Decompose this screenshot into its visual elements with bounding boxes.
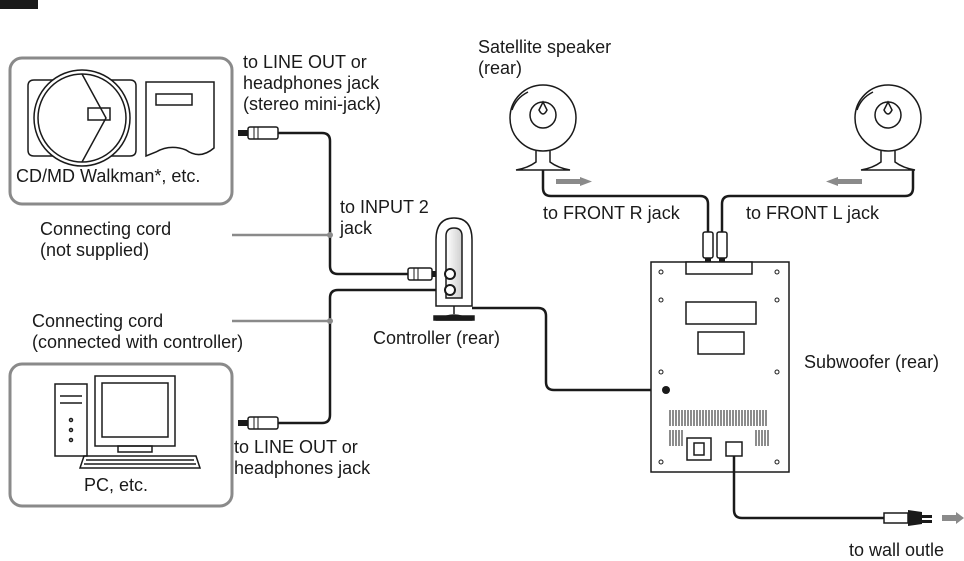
- label-wall-outlet: to wall outle: [849, 540, 945, 560]
- label-front-r-jack: to FRONT R jack: [543, 203, 680, 223]
- cord-right-speaker: [541, 170, 710, 232]
- cd-md-device-box: [8, 56, 234, 206]
- arrow-to-outlet-icon: [942, 512, 964, 524]
- cord-cd-to-controller: [278, 131, 408, 276]
- label-cd-md-walkman: CD/MD Walkman*, etc.: [16, 166, 201, 186]
- label-controller: Controller (rear): [373, 328, 501, 348]
- cord-pc-to-controller: [278, 288, 448, 425]
- satellite-speaker-left-icon: [854, 84, 922, 171]
- subwoofer-vent-grille: [669, 410, 769, 446]
- pc-icon: [54, 375, 202, 469]
- satellite-speaker-right-icon: [509, 84, 577, 171]
- arrow-left-icon: [826, 177, 862, 186]
- controller-input2-jack-icon: [444, 268, 456, 296]
- pc-device-box: [8, 362, 234, 508]
- subwoofer-input-jack-icon: [662, 386, 670, 394]
- subwoofer-screws: [658, 269, 780, 465]
- cd-player-icon: [27, 69, 137, 167]
- label-front-l-jack: to FRONT L jack: [746, 203, 880, 223]
- mini-plug-pc: [238, 416, 279, 430]
- arrow-right-icon: [556, 177, 592, 186]
- cord-left-speaker: [720, 170, 915, 232]
- power-cord: [732, 456, 884, 520]
- label-subwoofer: Subwoofer (rear): [804, 352, 940, 372]
- subwoofer-device: [650, 261, 790, 473]
- label-line-out-cd: to LINE OUT or headphones jack (stereo m…: [243, 52, 382, 114]
- label-cord-connected: Connecting cord (connected with controll…: [32, 311, 244, 352]
- label-satellite-speaker: Satellite speaker (rear): [478, 37, 612, 78]
- corner-mark: [0, 0, 38, 9]
- label-line-out-pc: to LINE OUT or headphones jack: [234, 437, 371, 478]
- speaker-plugs: [702, 231, 728, 266]
- label-cord-not-supplied: Connecting cord (not supplied): [40, 219, 172, 260]
- md-player-icon: [145, 81, 215, 158]
- power-plug-icon: [883, 510, 932, 526]
- controller-device: [433, 217, 475, 321]
- cord-controller-to-subwoofer: [472, 306, 666, 392]
- label-input2-jack: to INPUT 2 jack: [340, 197, 429, 238]
- mini-plug-input2: [407, 267, 440, 281]
- mini-plug-cd: [238, 126, 279, 140]
- label-pc: PC, etc.: [84, 475, 149, 495]
